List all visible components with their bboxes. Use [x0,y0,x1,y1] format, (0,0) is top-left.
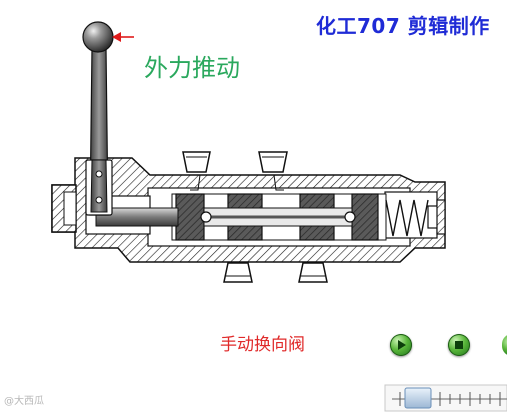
push-rod [95,207,179,227]
spool [171,193,387,241]
lever-handle[interactable] [82,21,114,216]
next-button[interactable] [502,334,507,356]
slider-thumb[interactable] [404,387,432,409]
play-icon [398,340,406,350]
left-end-cap [51,184,77,233]
play-button[interactable] [390,334,412,356]
return-spring [385,199,446,237]
brand-title: 化工707 剪辑制作 [316,14,490,38]
upper-ports [182,151,288,191]
watermark-text: @大西瓜 [4,396,44,407]
force-arrow-icon [112,32,134,42]
stop-button[interactable] [448,334,470,356]
timeline-slider[interactable] [384,384,507,412]
lower-ports [223,262,328,283]
stop-icon [455,341,463,349]
valve-name-label: 手动换向阀 [220,335,305,355]
force-label: 外力推动 [144,54,240,82]
